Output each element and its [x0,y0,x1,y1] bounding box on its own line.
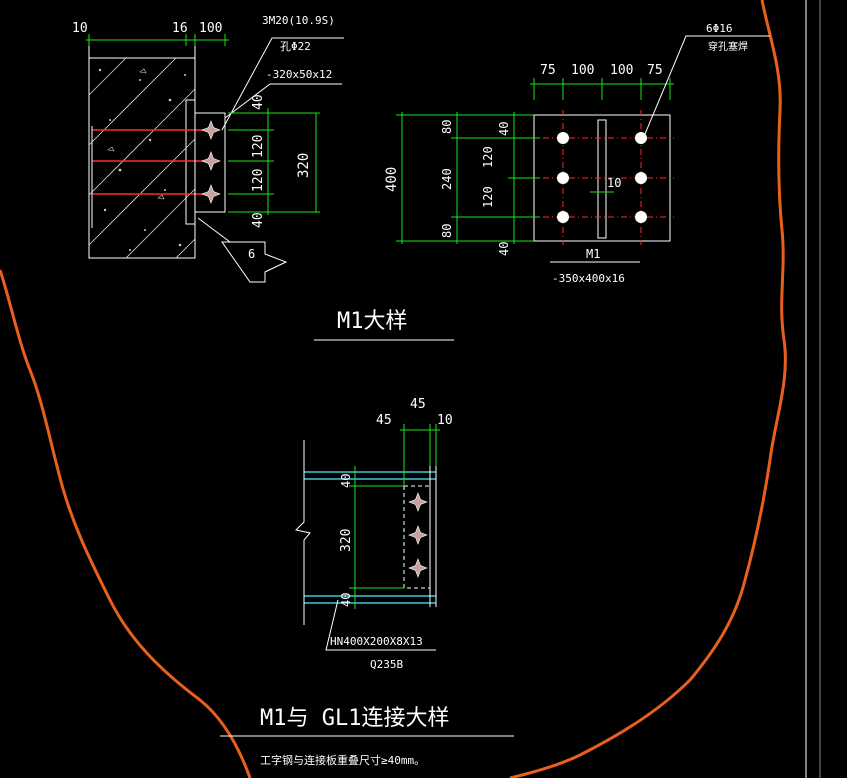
concrete-wall [88,57,196,259]
dim-total: 320 [296,153,312,178]
dim-label: 120 [251,135,266,158]
bolt-symbol [201,184,221,204]
hole-leader [644,35,770,135]
dim-label: 320 [339,529,354,552]
dim-label: 240 [440,168,454,190]
bolt-symbol [408,558,428,578]
hole-group [557,132,647,223]
dim-label: 120 [481,186,495,208]
title-detail-1: M1大样 [337,309,408,334]
beam-leader [325,599,436,651]
bolt-leader [221,37,344,131]
title-detail-2: M1与 GL1连接大样 [260,706,449,731]
dim-label: 100 [571,63,594,78]
bolt-symbol [201,120,221,140]
detail-2-plate-elevation: 75 100 100 75 6Φ16 穿孔塞焊 400 80 240 80 40… [384,22,770,285]
dim-label: 40 [497,122,511,136]
dim-label: 120 [251,169,266,192]
plate-name: M1 [586,247,600,261]
detail-3-beam-connection: 45 45 10 40 320 40 HN400X200X8X13 Q235B [294,397,453,671]
dim-label: 45 [410,397,426,412]
plate-note: -320x50x12 [266,68,332,81]
bolt-note: 3M20(10.9S) [262,14,335,27]
concrete-aggregate [98,68,186,251]
dim-label: 16 [172,21,188,36]
dim-label: 120 [481,146,495,168]
dim-total: 400 [384,167,400,192]
bolt-symbol [408,492,428,512]
embedded-plate [185,99,196,225]
gap-label: 10 [607,176,621,190]
dim-label: 100 [610,63,633,78]
dim-label: 40 [339,474,353,488]
dim-label: 40 [251,212,266,228]
weld-size: 6 [248,247,255,261]
hole-note: 6Φ16 [706,22,733,35]
hidden-plate [403,485,431,589]
stiffener-strip [597,119,607,239]
hole-note-2: 穿孔塞焊 [708,40,748,53]
plate-leader [224,83,342,119]
plate-size: -350x400x16 [552,272,625,285]
dim-label: 40 [251,94,266,110]
beam-spec: HN400X200X8X13 [330,635,423,648]
concrete-hatch [88,57,196,259]
general-note: 工字钢与连接板重叠尺寸≥40mm。 [260,753,425,767]
bolt-symbol [201,151,221,171]
connection-plate [194,112,226,213]
dim-label: 45 [376,413,392,428]
dim-label: 75 [647,63,663,78]
detail-1-section: 10 16 100 3M20(10.9S) 孔Φ22 -320x50x12 40… [72,14,344,283]
weld-arrow [221,241,288,283]
dim-label: 80 [440,224,454,238]
dim-label: 100 [199,21,222,36]
bolt-symbol [408,525,428,545]
weld-leader [197,217,231,243]
dim-label: 40 [497,242,511,256]
dim-label: 10 [72,21,88,36]
dim-label: 40 [339,593,353,607]
beam-material: Q235B [370,658,403,671]
revision-cloud [0,0,787,778]
hole-note: 孔Φ22 [280,40,311,53]
break-line [294,440,311,625]
dim-label: 10 [437,413,453,428]
dim-label: 80 [440,120,454,134]
dim-label: 75 [540,63,556,78]
